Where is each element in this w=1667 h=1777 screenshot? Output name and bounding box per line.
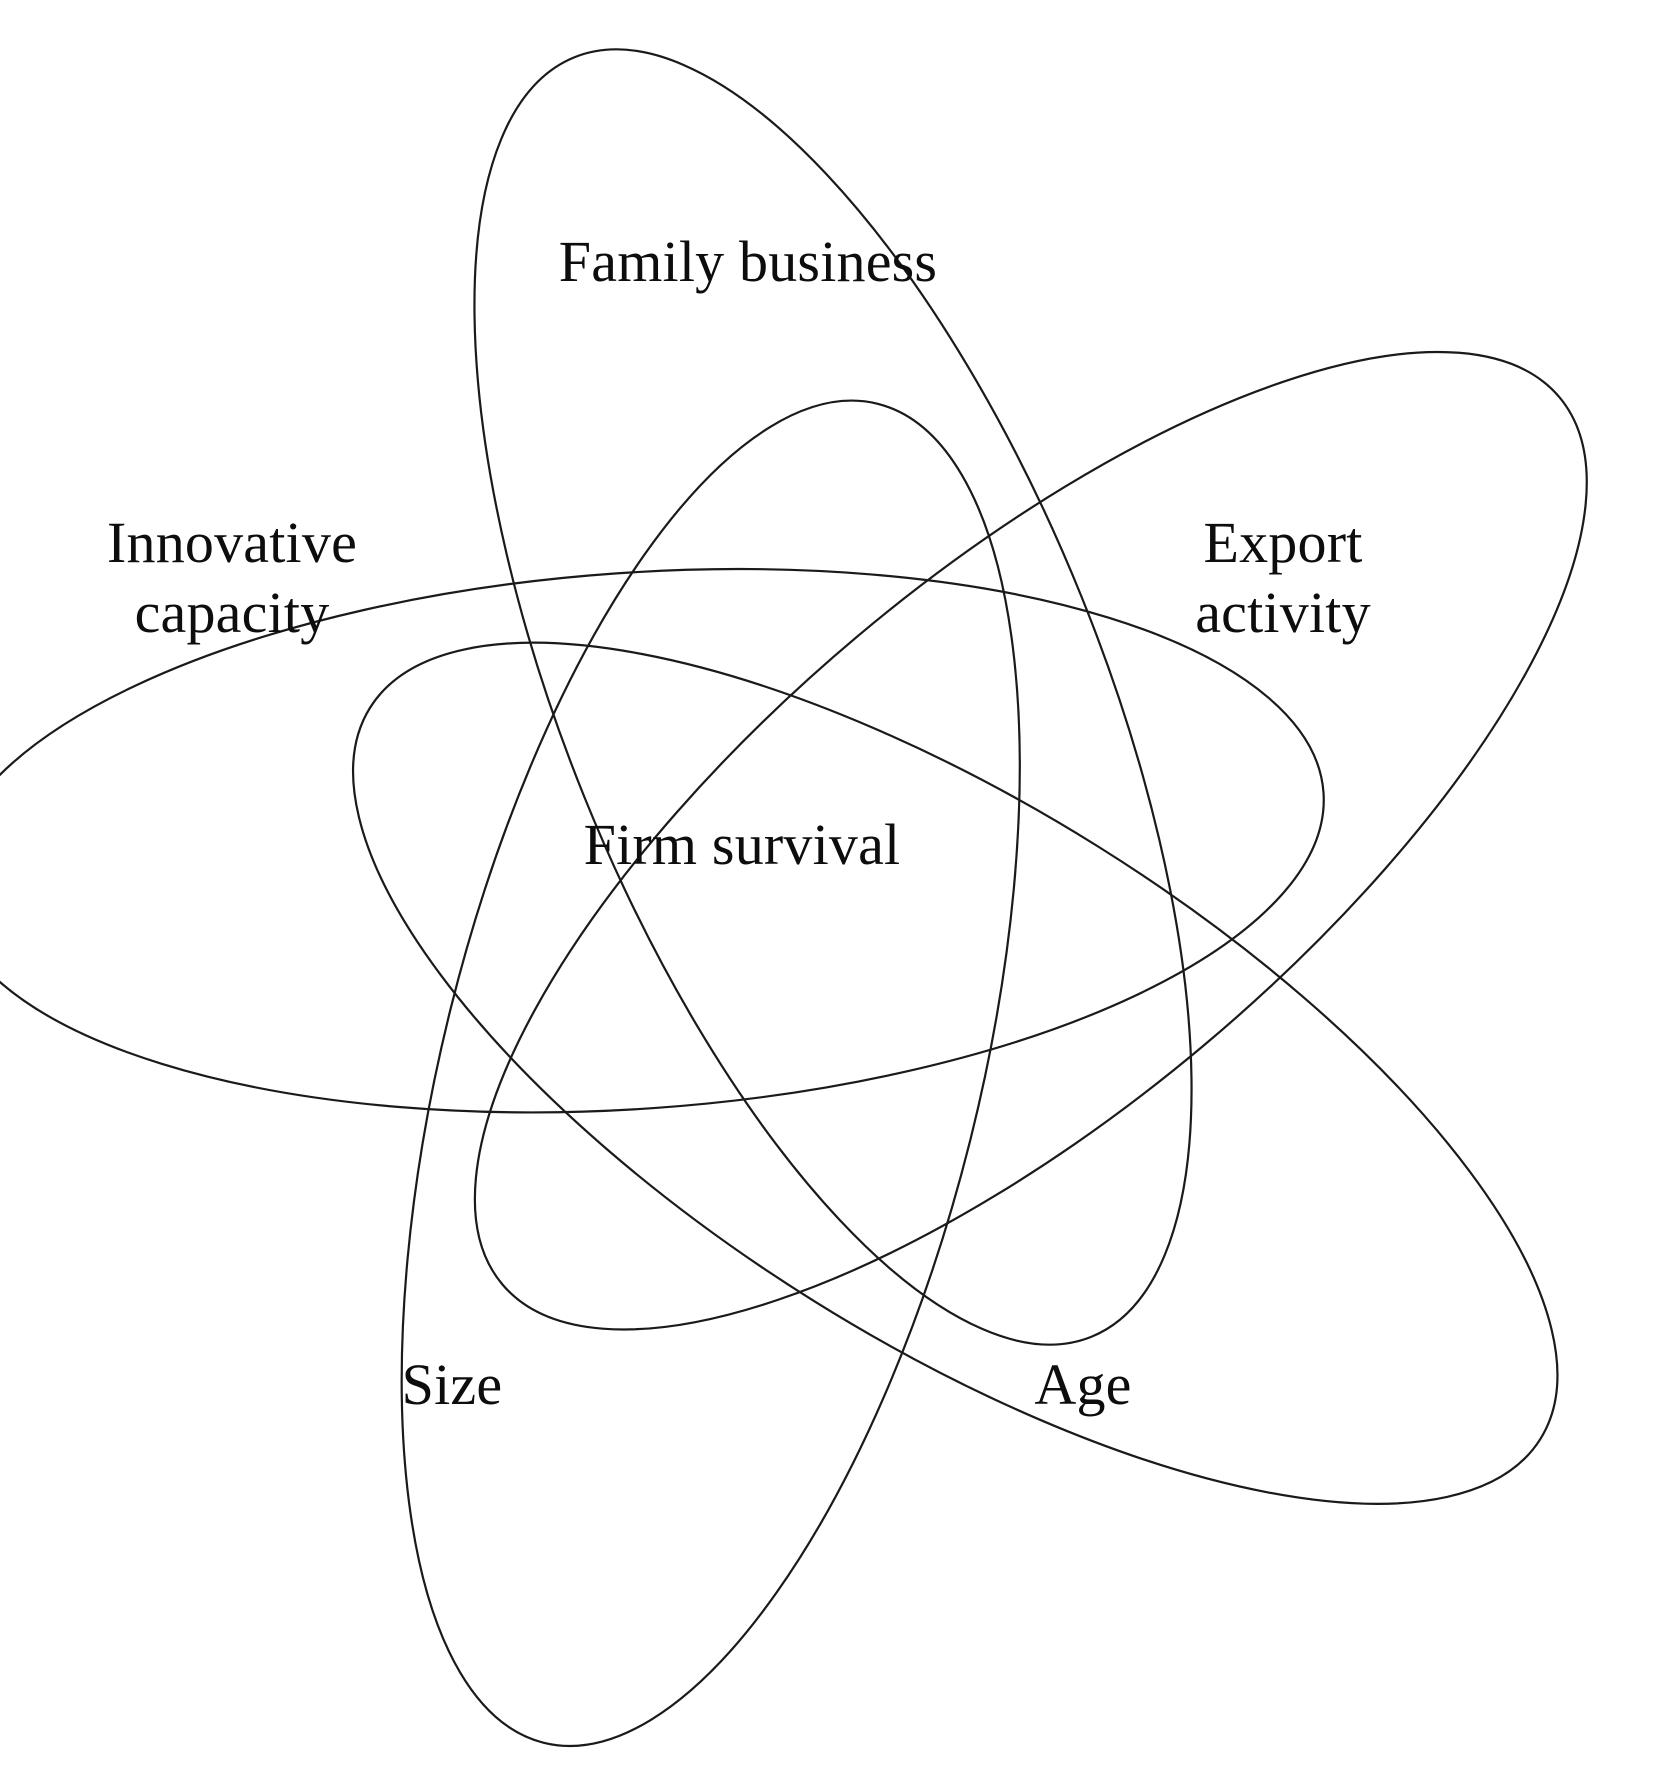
ellipse-size: [400, 399, 1021, 1748]
ellipse-export-activity: [473, 350, 1588, 1331]
ellipse-family-business: [473, 48, 1193, 1346]
ellipse-age: [352, 641, 1559, 1505]
ellipse-innovative-capacity: [0, 567, 1325, 1114]
